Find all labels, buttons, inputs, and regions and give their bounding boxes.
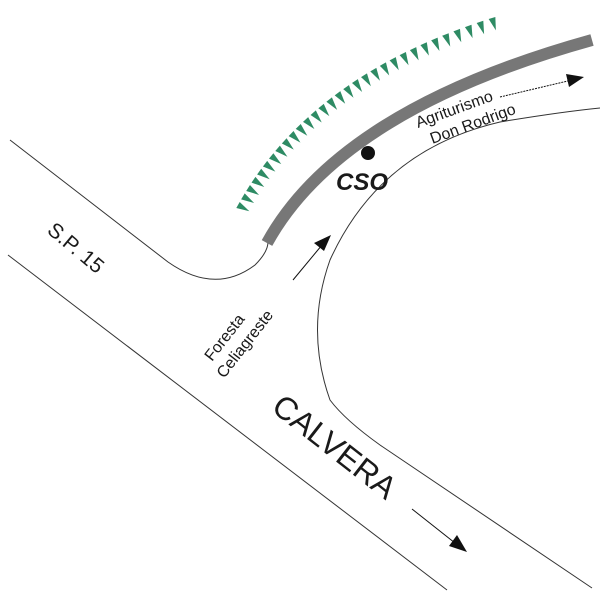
vegetation-mark [281,138,294,150]
vegetation-mark [370,67,380,81]
vegetation-mark [257,168,270,180]
vegetation-mark [476,20,485,35]
arrow-to-farm [499,74,584,98]
vegetation-mark [343,85,354,98]
vegetation-mark [288,131,301,143]
vegetation-mark [268,153,282,165]
arrow-to-calvera [411,508,467,552]
road-edge-upper-left [9,139,269,280]
vegetation-mark [431,37,440,52]
cso-label: CSO [336,169,388,196]
vegetation-mark [453,28,462,43]
road-edge-inner-curve [317,107,600,589]
road-edge-lower-left [7,254,448,591]
vegetation-mark [318,103,330,117]
arrow-to-forest [292,235,331,281]
vegetation-mark [389,57,399,71]
vegetation-hatching [236,16,496,212]
vegetation-mark [379,62,390,76]
vegetation-mark [262,160,276,172]
barrier-band [261,34,594,246]
vegetation-mark [361,73,371,87]
road-label-sp15: S.P. 15 [43,218,108,278]
vegetation-mark [310,110,322,123]
vegetation-mark [409,47,419,61]
vegetation-mark [399,52,409,66]
vegetation-mark [246,185,260,195]
vegetation-mark [303,117,315,130]
vegetation-mark [275,145,288,157]
vegetation-mark [326,97,338,110]
vegetation-mark [295,124,308,136]
vegetation-mark [236,201,250,212]
vegetation-mark [241,193,255,204]
cso-marker [361,146,375,160]
vegetation-mark [334,91,346,104]
vegetation-mark [488,16,496,31]
vegetation-mark [251,176,265,188]
vegetation-mark [464,24,473,39]
vegetation-mark [442,33,451,47]
vegetation-mark [352,79,363,92]
vegetation-mark [420,42,429,56]
